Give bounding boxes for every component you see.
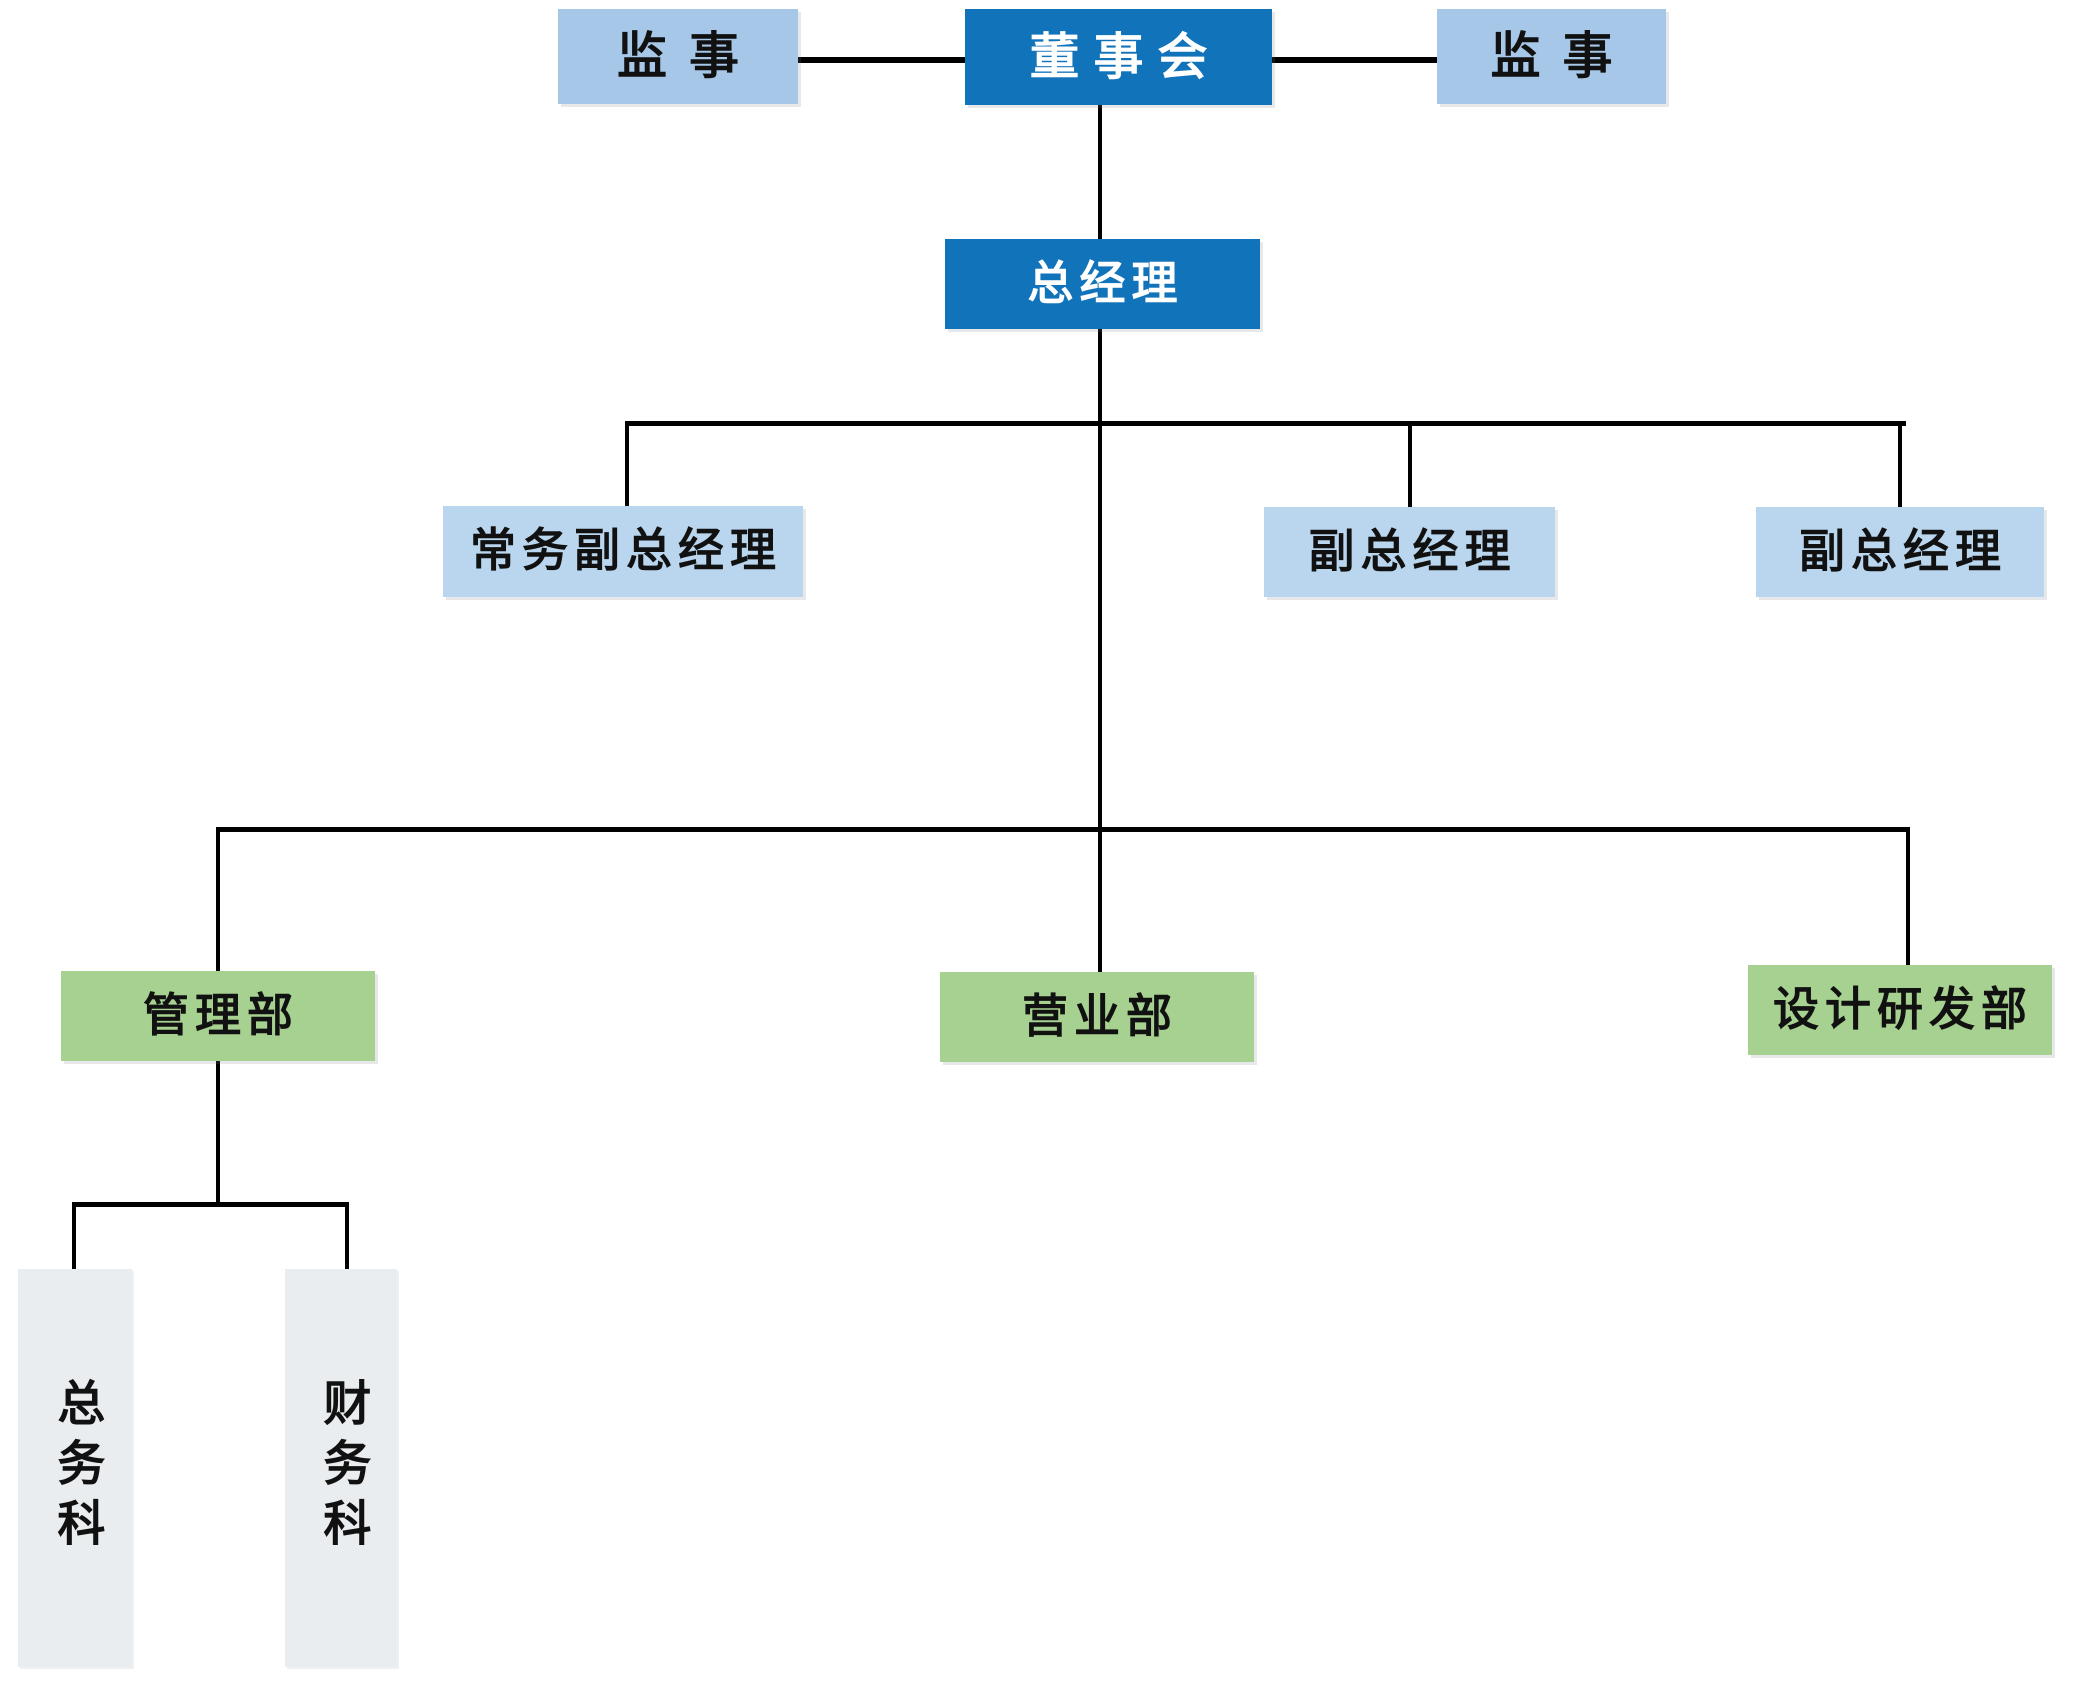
node-design-rd-dept: 设计研发部 xyxy=(1748,965,2052,1055)
connector-board-supervisor-right xyxy=(1272,57,1437,63)
connector-drop-deputy-gm-1 xyxy=(1408,421,1412,507)
node-deputy-gm-1: 副总经理 xyxy=(1264,507,1555,597)
connector-drop-finance-section xyxy=(345,1202,349,1269)
node-finance-section: 财务科 xyxy=(285,1269,397,1667)
connector-board-gm xyxy=(1098,105,1102,239)
connector-management-down xyxy=(216,1061,220,1207)
connector-branch-level2 xyxy=(625,421,1906,426)
connector-branch-level3 xyxy=(216,827,1910,832)
connector-drop-design-rd-dept xyxy=(1906,827,1910,965)
node-deputy-gm-2: 副总经理 xyxy=(1756,507,2044,597)
connector-drop-deputy-gm-2 xyxy=(1898,421,1902,507)
connector-branch-level4 xyxy=(72,1202,349,1207)
connector-gm-spine xyxy=(1098,329,1102,972)
connector-drop-general-affairs xyxy=(72,1202,76,1269)
node-executive-deputy-gm: 常务副总经理 xyxy=(443,506,803,597)
node-supervisor-left: 监事 xyxy=(558,9,798,104)
node-management-dept: 管理部 xyxy=(61,971,375,1061)
node-sales-dept: 营业部 xyxy=(940,972,1254,1062)
node-general-affairs-section: 总务科 xyxy=(18,1269,132,1667)
connector-drop-management-dept xyxy=(216,827,220,971)
node-board-of-directors: 董事会 xyxy=(965,9,1272,105)
node-supervisor-right: 监事 xyxy=(1437,9,1666,104)
node-general-manager: 总经理 xyxy=(945,239,1260,329)
connector-board-supervisor-left xyxy=(798,57,965,63)
connector-drop-executive-deputy-gm xyxy=(625,421,629,506)
